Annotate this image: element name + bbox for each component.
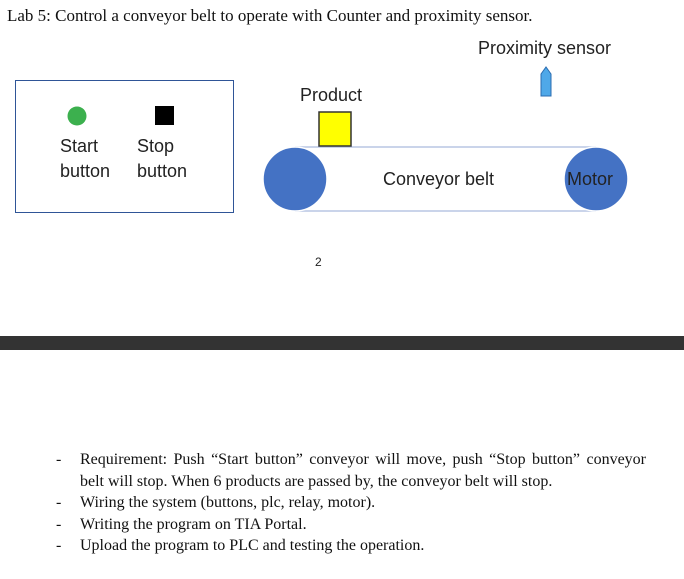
requirement-text: Writing the program on TIA Portal. [80, 515, 307, 533]
stop-button-icon[interactable] [155, 106, 174, 125]
start-button-label: Start button [60, 136, 111, 181]
conveyor-belt-label: Conveyor belt [383, 169, 495, 189]
requirement-text: Wiring the system (buttons, plc, relay, … [80, 494, 376, 511]
proximity-sensor-label: Proximity sensor [478, 38, 612, 58]
motor-roller [563, 146, 629, 212]
list-item: -Writing the program on TIA Portal. [56, 515, 307, 533]
list-item: -Requirement: Push “Start button” convey… [56, 451, 646, 490]
motor-label: Motor [567, 169, 614, 189]
page-divider [0, 336, 684, 350]
product-box [318, 111, 352, 147]
requirement-text: Upload the program to PLC and testing th… [80, 537, 425, 554]
page-number: 2 [315, 255, 322, 269]
conveyor-diagram [67, 66, 629, 212]
start-button-icon[interactable] [67, 106, 87, 126]
requirements-list: -Requirement: Push “Start button” convey… [56, 449, 646, 557]
proximity-sensor-icon [540, 66, 552, 97]
requirement-text: Requirement: Push “Start button” conveyo… [80, 451, 646, 490]
stop-button-label: Stop button [137, 136, 188, 181]
list-item: -Wiring the system (buttons, plc, relay,… [56, 494, 376, 511]
left-roller [262, 146, 328, 212]
product-label: Product [300, 85, 363, 105]
page-title: Lab 5: Control a conveyor belt to operat… [7, 6, 533, 25]
button-panel [15, 80, 234, 213]
list-item: -Upload the program to PLC and testing t… [56, 537, 425, 554]
